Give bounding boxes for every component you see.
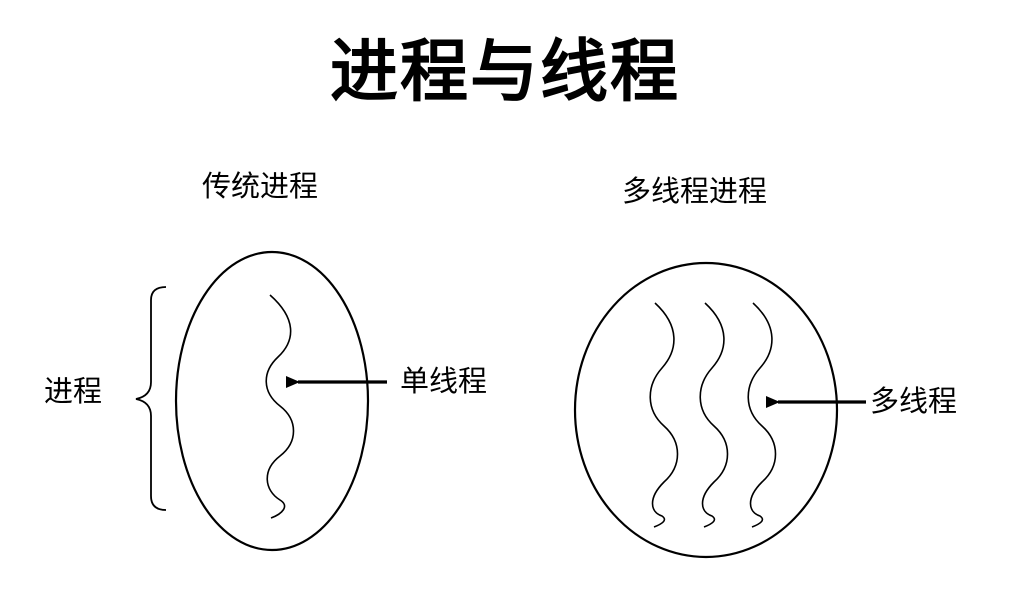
multi-thread-label: 多线程 — [870, 384, 958, 418]
process-brace-label: 进程 — [44, 374, 103, 408]
multithreaded-process-heading: 多线程进程 — [622, 174, 768, 208]
multithreaded-process-ellipse — [573, 261, 839, 559]
page-title: 进程与线程 — [329, 33, 680, 112]
process-brace — [135, 286, 167, 511]
traditional-process-heading: 传统进程 — [202, 169, 319, 203]
thread-line-3 — [747, 302, 777, 528]
thread-line-2 — [699, 302, 729, 528]
single-thread-label: 单线程 — [400, 364, 488, 398]
thread-line-1 — [649, 302, 679, 528]
single-thread-group — [265, 294, 295, 519]
single-thread-line — [265, 294, 295, 519]
multi-thread-group — [649, 302, 777, 528]
traditional-process-ellipse — [174, 250, 370, 552]
